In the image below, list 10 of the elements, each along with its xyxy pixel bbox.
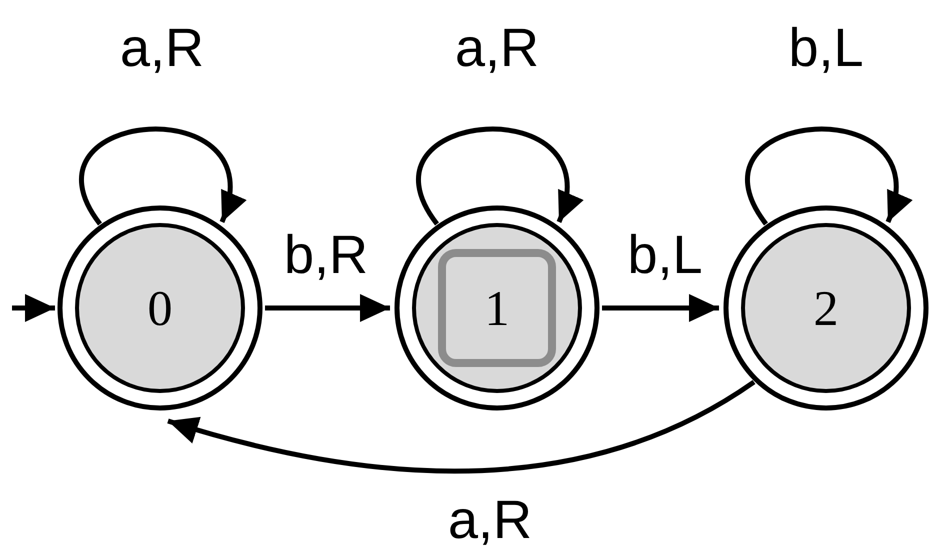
arrow [265, 294, 390, 322]
arrow [602, 294, 719, 322]
accept-state-circle [394, 205, 600, 411]
state-label: 0 [148, 283, 172, 333]
arrow [12, 294, 55, 322]
accept-state-circle [723, 205, 929, 411]
state-label: 2 [814, 283, 838, 333]
arrow [167, 380, 756, 474]
state-label: 1 [484, 283, 510, 333]
accept-state-circle [57, 205, 263, 411]
